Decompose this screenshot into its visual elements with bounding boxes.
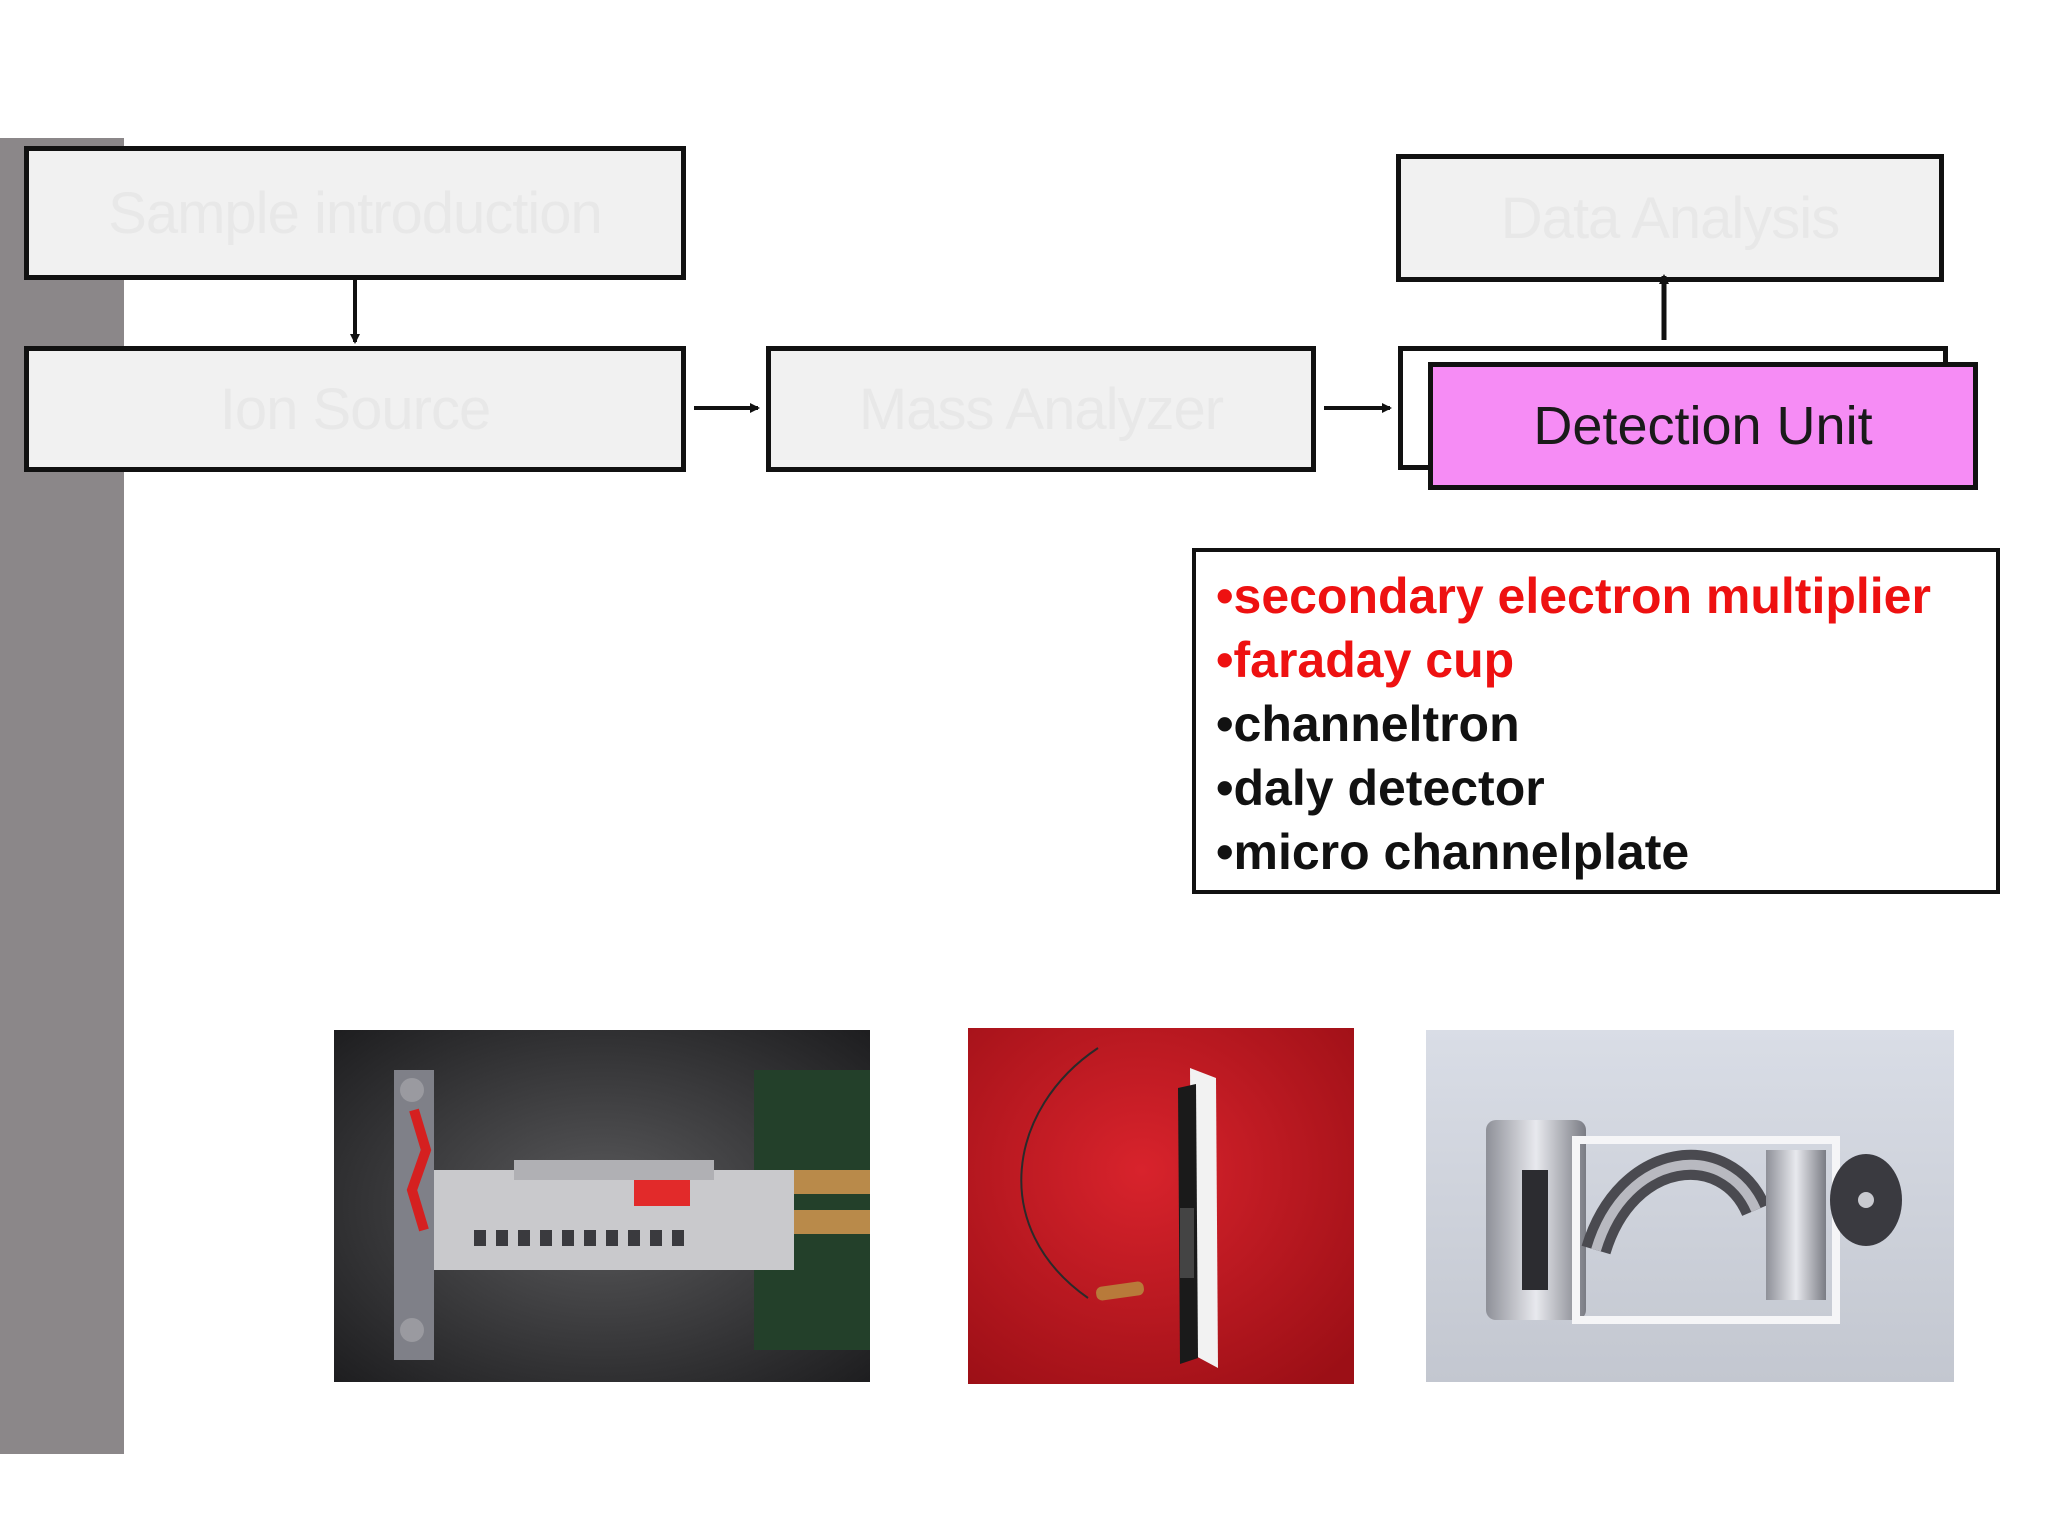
detector-item-secondary-electron-multiplier: •secondary electron multiplier <box>1216 568 1931 624</box>
ion-source-box: Ion Source <box>24 346 686 472</box>
faraday-cup-photo <box>968 1028 1354 1384</box>
ion-source-label: Ion Source <box>219 376 492 442</box>
detection-unit-box: Detection Unit <box>1428 362 1978 490</box>
detection-unit-label: Detection Unit <box>1533 396 1873 456</box>
detector-item-channeltron: •channeltron <box>1216 696 1520 752</box>
channeltron-photo <box>1426 1030 1954 1382</box>
mass-analyzer-box: Mass Analyzer <box>766 346 1316 472</box>
data-analysis-box: Data Analysis <box>1396 154 1944 282</box>
sample-introduction-box: Sample introduction <box>24 146 686 280</box>
detector-item-faraday-cup: •faraday cup <box>1216 632 1515 688</box>
electron-multiplier-photo <box>334 1030 870 1382</box>
detector-list-box: •secondary electron multiplier •faraday … <box>1192 548 2000 894</box>
detector-item-micro-channelplate: •micro channelplate <box>1216 824 1690 880</box>
mass-analyzer-label: Mass Analyzer <box>858 376 1224 442</box>
side-decoration-bar <box>0 138 124 1454</box>
data-analysis-label: Data Analysis <box>1500 185 1840 251</box>
sample-introduction-label: Sample introduction <box>108 180 603 246</box>
detector-item-daly-detector: •daly detector <box>1216 760 1545 816</box>
